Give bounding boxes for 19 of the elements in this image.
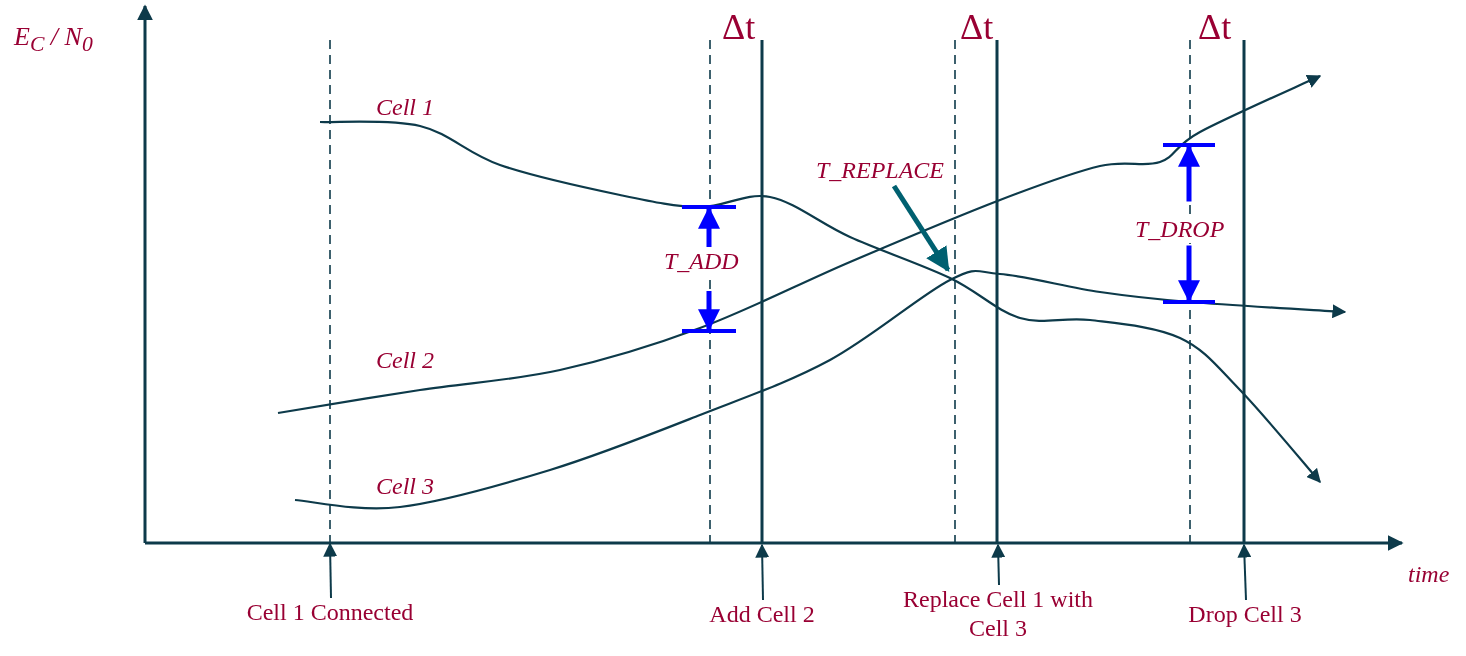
event-label: Add Cell 2	[672, 600, 852, 629]
event-label: Cell 1 Connected	[240, 598, 420, 627]
leader-arrow	[991, 543, 1006, 586]
delta-t-label: Δt	[960, 6, 994, 48]
event-label: Drop Cell 3	[1155, 600, 1335, 629]
curve-label: Cell 1	[376, 94, 434, 121]
axis-label: E$_{C}$ / N$_{0}$	[14, 22, 93, 58]
delta-t-label: Δt	[722, 6, 756, 48]
leader-arrow	[323, 542, 338, 599]
callout-label: T_REPLACE	[800, 156, 960, 185]
leader-arrow	[755, 543, 770, 601]
delta-t-label: Δt	[1198, 6, 1232, 48]
event-label: Replace Cell 1 with Cell 3	[888, 585, 1108, 643]
callout-arrow	[891, 184, 951, 272]
curve-label: Cell 2	[376, 347, 434, 374]
axis-label: time	[1408, 561, 1450, 588]
curve-label: Cell 3	[376, 473, 434, 500]
threshold-label: T_ADD	[664, 248, 739, 275]
leader-arrow	[1237, 543, 1252, 601]
